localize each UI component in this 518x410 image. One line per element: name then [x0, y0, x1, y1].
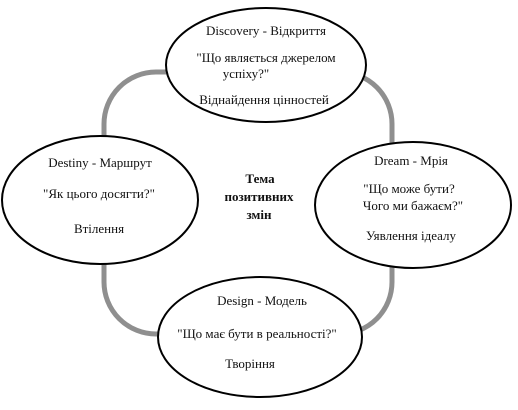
node-design: Design - Модель "Що має бути в реальност…: [157, 276, 363, 398]
node-discovery: Discovery - Відкриття "Що являється джер…: [165, 7, 367, 123]
design-result: Творіння: [225, 356, 275, 371]
dream-question-line-1: "Що може бути?: [363, 181, 455, 196]
design-ellipse: [157, 276, 363, 398]
discovery-question-line-1: "Що являється джерелом: [196, 50, 335, 65]
destiny-question: "Як цього досягти?": [43, 186, 155, 201]
node-dream: Dream - Мрія "Що може бути? Чого ми бажа…: [314, 141, 512, 269]
node-destiny: Destiny - Маршрут "Як цього досягти?" Вт…: [1, 135, 199, 265]
dream-title: Dream - Мрія: [374, 153, 448, 168]
center-topic-line-3: змін: [247, 207, 273, 222]
center-topic-line-2: позитивних: [224, 189, 294, 204]
destiny-result: Втілення: [74, 221, 124, 236]
discovery-title: Discovery - Відкриття: [206, 23, 326, 38]
center-topic-line-1: Тема: [245, 171, 275, 186]
discovery-result: Віднайдення цінностей: [199, 92, 329, 107]
discovery-ellipse: [165, 7, 367, 123]
dream-ellipse: [314, 141, 512, 269]
destiny-ellipse: [1, 135, 199, 265]
design-question: "Що має бути в реальності?": [177, 326, 336, 341]
dream-question-line-2: Чого ми бажаєм?": [363, 198, 463, 213]
discovery-question-line-2: успіху?": [223, 66, 269, 81]
design-title: Design - Модель: [217, 293, 307, 308]
center-topic: Тема позитивних змін: [224, 171, 294, 222]
dream-result: Уявлення ідеалу: [366, 228, 457, 243]
destiny-title: Destiny - Маршрут: [48, 155, 152, 170]
